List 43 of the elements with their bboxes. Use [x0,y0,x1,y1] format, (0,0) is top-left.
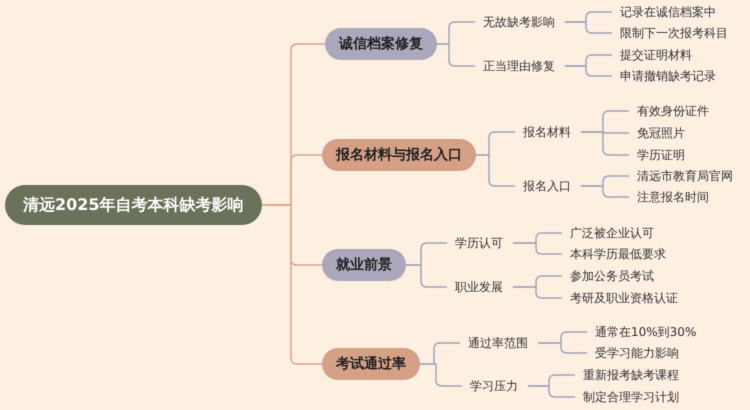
connector-line [581,185,629,198]
connector-line [513,242,562,255]
central-topic-pill: 清远2025年自考本科缺考影响 [5,185,262,225]
connector-line [262,204,322,365]
connector-line [538,342,587,354]
branch-label: 考研及职业资格认证 [570,290,678,306]
branch-label: 广泛被企业认可 [570,225,654,241]
connector-line [476,154,515,187]
branch-label: 清远市教育局官网 [637,168,733,184]
branch-label: 无故缺考影响 [483,14,555,30]
branch-label: 正当理由修复 [483,58,555,74]
branch-label: 有效身份证件 [637,103,709,119]
topic-pill: 诚信档案修复 [325,28,437,60]
branch-label: 注意报名时间 [637,189,709,205]
branch-label: 参加公务员考试 [570,268,654,284]
branch-label: 通过率范围 [468,335,528,351]
connector-line [513,286,562,299]
branch-label: 申请撤销缺考记录 [620,68,716,84]
branch-label: 免冠照片 [637,125,685,141]
branch-label: 记录在诚信档案中 [620,4,716,20]
branch-label: 限制下一次报考科目 [620,25,728,41]
branch-label: 通常在10%到30% [595,324,696,340]
connector-line [420,363,462,387]
branch-label: 职业发展 [455,279,503,295]
branch-label: 报名入口 [523,178,571,194]
branch-label: 受学习能力影响 [595,345,679,361]
branch-label: 学习压力 [470,378,518,394]
branch-label: 制定合理学习计划 [583,389,679,405]
connector-line [437,43,475,67]
branch-label: 本科学历最低要求 [570,246,666,262]
topic-pill: 就业前景 [322,249,406,281]
branch-label: 重新报考缺考课程 [583,367,679,383]
topic-pill: 报名材料与报名入口 [322,139,476,171]
branch-label: 学历认可 [455,235,503,251]
connector-line [565,65,612,77]
connector-line [528,385,575,398]
topic-pill: 考试通过率 [322,348,420,380]
connector-line [406,264,447,288]
branch-label: 学历证明 [637,147,685,163]
connector-line [565,21,612,34]
branch-label: 提交证明材料 [620,47,692,63]
branch-label: 报名材料 [523,124,571,140]
connector-line [581,131,629,156]
